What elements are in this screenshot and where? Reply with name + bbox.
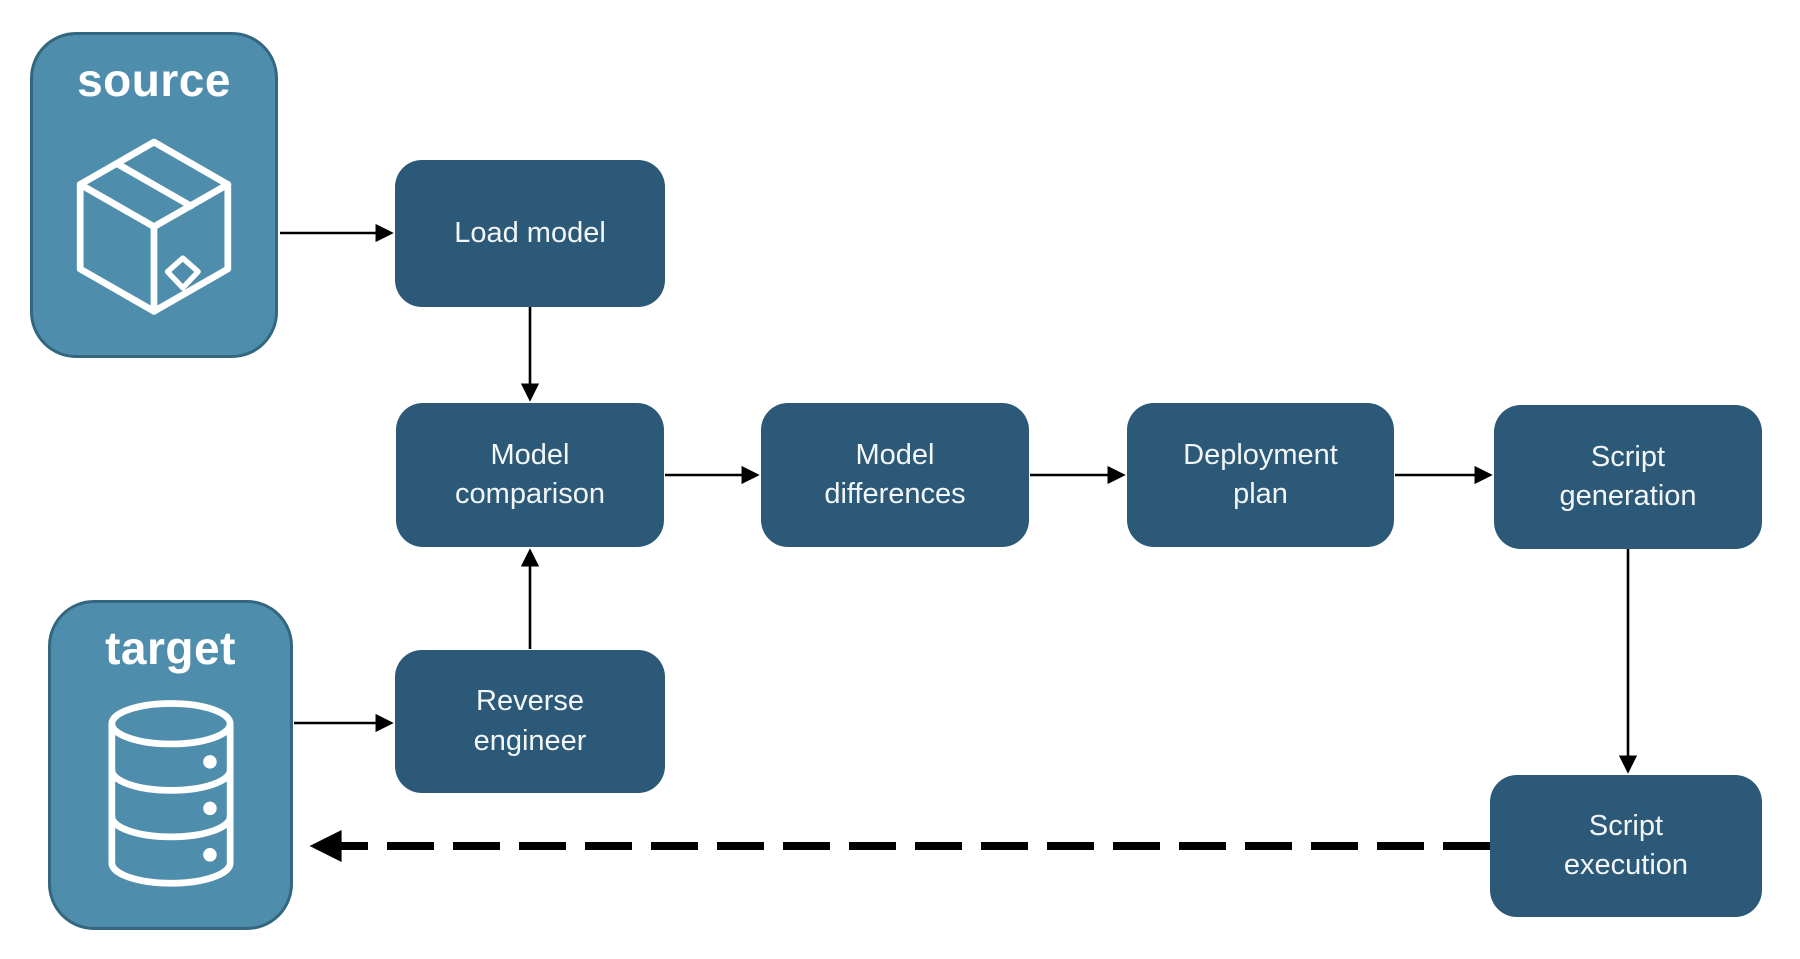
source-label: source — [77, 54, 231, 106]
node-script-generation: Script generation — [1494, 405, 1762, 549]
node-script-execution: Script execution — [1490, 775, 1762, 917]
database-icon — [107, 699, 234, 887]
source-container: source — [30, 32, 278, 358]
target-label: target — [105, 622, 236, 674]
target-container: target — [48, 600, 293, 930]
node-reverse-engineer: Reverse engineer — [395, 650, 665, 793]
node-label: Script execution — [1563, 809, 1689, 881]
node-load-model: Load model — [395, 160, 665, 307]
node-label: Script generation — [1559, 440, 1697, 512]
package-icon — [76, 138, 232, 315]
node-model-differences: Model differences — [761, 403, 1029, 547]
node-model-comparison: Model comparison — [396, 403, 664, 547]
node-label: Model differences — [824, 438, 966, 510]
node-label: Load model — [454, 216, 606, 249]
node-deployment-plan: Deployment plan — [1127, 403, 1394, 547]
node-label: Model comparison — [455, 438, 605, 510]
node-label: Reverse engineer — [473, 685, 587, 757]
node-label: Deployment plan — [1183, 438, 1338, 510]
